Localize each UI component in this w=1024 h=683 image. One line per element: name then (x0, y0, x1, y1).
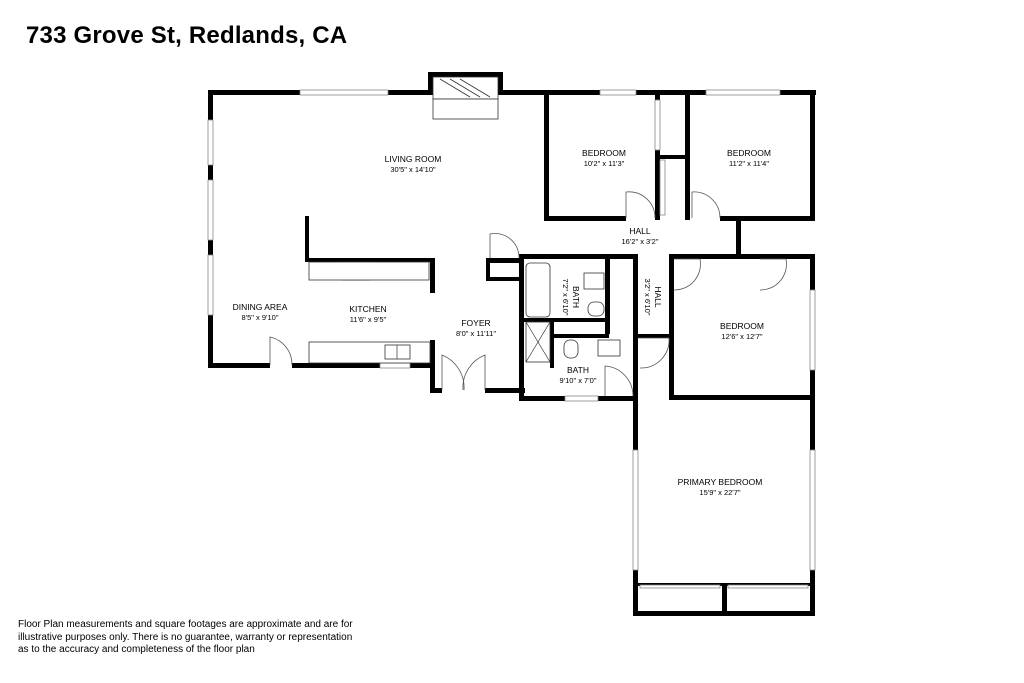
room-dim-bedroom-3: 12'6" x 12'7" (721, 332, 762, 341)
room-dim-dining-area: 8'5" x 9'10" (242, 313, 279, 322)
room-name-dining-area: DINING AREA (233, 302, 288, 312)
room-dim-bedroom-2: 11'2" x 11'4" (729, 159, 769, 168)
room-name-hall-1: HALL (629, 226, 651, 236)
door-icon (269, 336, 293, 366)
room-name-living-room: LIVING ROOM (385, 154, 442, 164)
doors (269, 191, 787, 397)
room-dim-hall-2: 3'2" x 6'10" (643, 279, 652, 316)
room-dim-foyer: 8'0" x 11'11" (456, 329, 496, 338)
door-icon (691, 191, 721, 219)
fixtures (308, 76, 621, 364)
room-dim-bedroom-1: 10'2" x 11'3" (584, 159, 625, 168)
room-dim-bath-2: 9'10" x 7'0" (560, 376, 597, 385)
windows (207, 89, 816, 589)
room-name-hall-2: HALL (653, 286, 663, 308)
door-icon (441, 354, 465, 391)
room-name-bedroom-1: BEDROOM (582, 148, 626, 158)
room-name-bedroom-2: BEDROOM (727, 148, 771, 158)
room-dim-bath-1: 7'2" x 6'10" (561, 279, 570, 316)
bath-sink-icon (583, 272, 605, 290)
walls (208, 72, 816, 616)
toilet-icon (587, 301, 605, 317)
door-icon (638, 337, 670, 369)
room-name-bedroom-3: BEDROOM (720, 321, 764, 331)
disclaimer-text: Floor Plan measurements and square foota… (18, 619, 353, 655)
room-labels: LIVING ROOM 30'5" x 14'10" BEDROOM 10'2"… (233, 148, 771, 497)
sink-icon (384, 344, 411, 360)
door-icon (625, 191, 656, 219)
room-dim-living-room: 30'5" x 14'10" (390, 165, 436, 174)
bath-sink-icon (597, 339, 621, 357)
room-dim-hall-1: 16'2" x 3'2" (622, 237, 659, 246)
room-dim-kitchen: 11'6" x 9'5" (350, 315, 387, 324)
room-dim-primary-bedroom: 15'9" x 22'7" (699, 488, 740, 497)
door-icon (673, 258, 701, 291)
room-name-bath-1: BATH (571, 286, 581, 308)
page-title: 733 Grove St, Redlands, CA (26, 22, 348, 49)
door-icon (759, 258, 787, 291)
toilet-icon (563, 339, 579, 359)
room-name-foyer: FOYER (461, 318, 490, 328)
bathtub-icon (525, 262, 551, 318)
room-name-bath-2: BATH (567, 365, 589, 375)
room-name-primary-bedroom: PRIMARY BEDROOM (678, 477, 763, 487)
room-name-kitchen: KITCHEN (349, 304, 386, 314)
door-icon (604, 365, 634, 397)
door-icon (489, 233, 520, 259)
door-icon (462, 354, 486, 391)
